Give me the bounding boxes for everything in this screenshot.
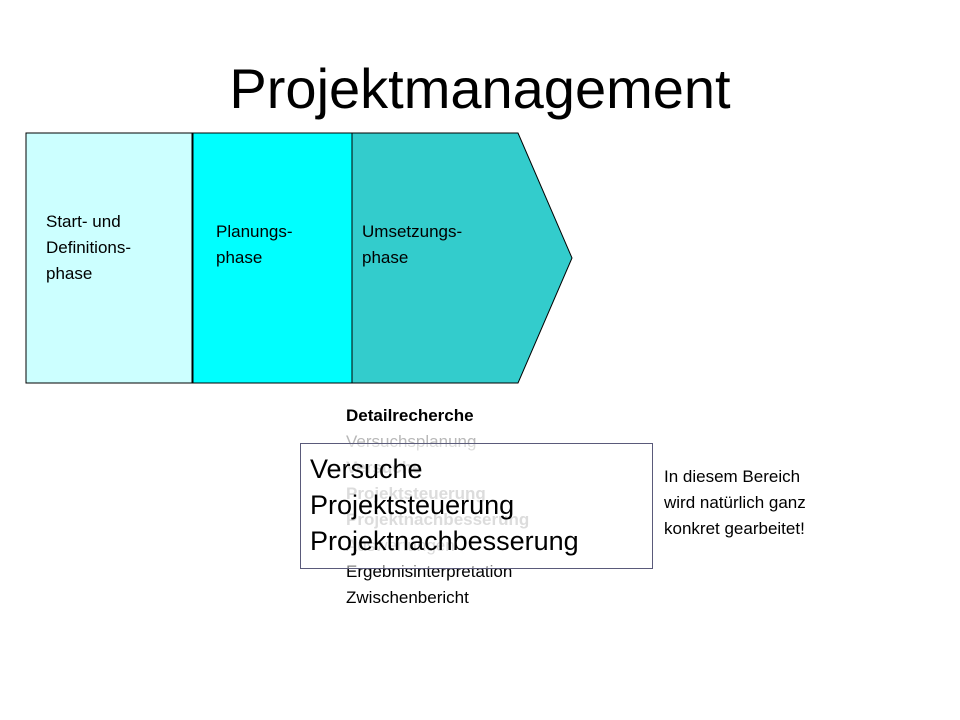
task-item: Detailrecherche <box>346 406 474 425</box>
phase-umsetzung-label: Umsetzungs- phase <box>362 222 463 267</box>
highlight-line: Projektsteuerung <box>310 490 515 520</box>
highlight-line: Projektnachbesserung <box>310 526 579 556</box>
phase-start-label: Start- und Definitions- phase <box>46 212 132 283</box>
highlight-line: Versuche <box>310 454 423 484</box>
phase-planung-label: Planungs- phase <box>216 222 293 267</box>
highlight-text: Versuche Projektsteuerung Projektnachbes… <box>310 451 579 559</box>
phase-start-shape <box>25 132 193 384</box>
phase-planung-shape <box>192 132 353 384</box>
slide-title: Projektmanagement <box>229 57 731 120</box>
task-item: Zwischenbericht <box>346 588 469 607</box>
side-note: In diesem Bereich wird natürlich ganz ko… <box>664 467 806 538</box>
highlight-box <box>300 443 653 569</box>
